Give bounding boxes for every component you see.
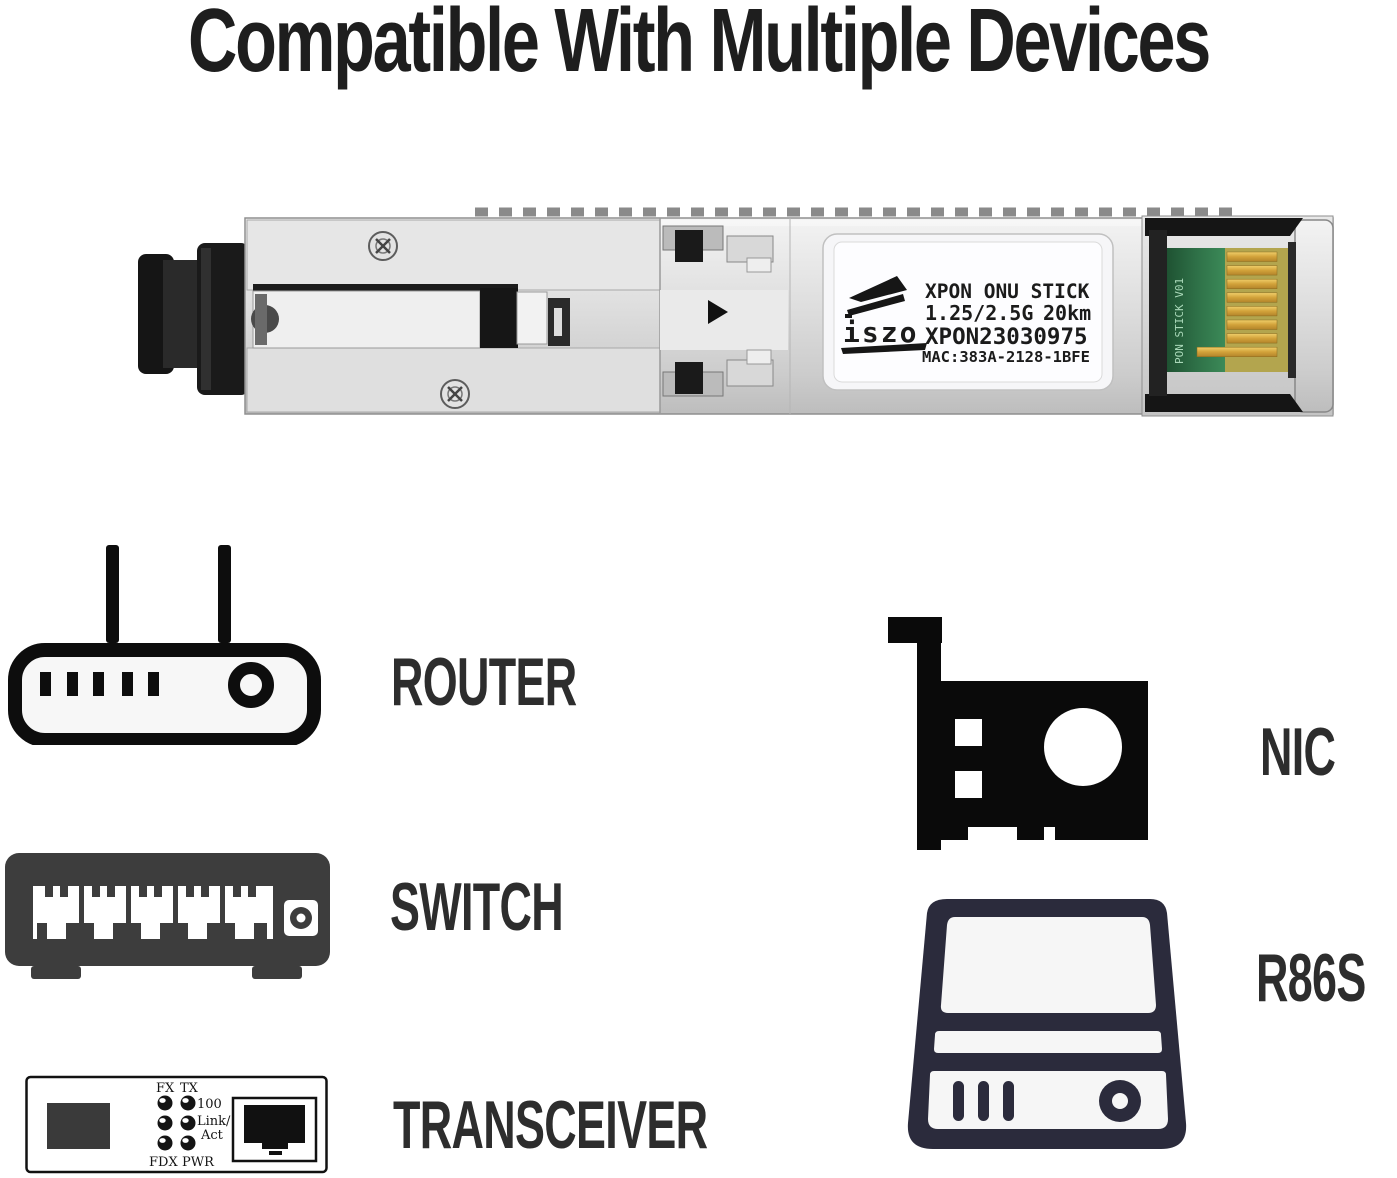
mini-pc-icon [907, 899, 1187, 1149]
sc-connector [138, 243, 249, 395]
product-label: iszo XPON ONU STICK 1.25/2.5G 20km XPON2… [822, 233, 1114, 391]
router-label: ROUTER [391, 644, 577, 720]
label-rate: 1.25/2.5G [925, 301, 1033, 325]
page-title: Compatible With Multiple Devices [188, 0, 1211, 91]
screw-bottom [440, 379, 470, 409]
iszo-logo: iszo [841, 276, 927, 354]
pcb-silkscreen-text: PON STICK V01 [1173, 278, 1186, 364]
nic-label: NIC [1260, 714, 1336, 790]
label-mac: MAC:383A-2128-1BFE [922, 348, 1090, 366]
gold-fingers [1196, 251, 1278, 357]
transceiver-label: TRANSCEIVER [393, 1087, 708, 1163]
rj45-ports [37, 886, 267, 939]
fiber-port [47, 1103, 110, 1149]
screw-top [368, 231, 398, 261]
label-distance: 20km [1043, 301, 1091, 325]
led-label-pwr: PWR [182, 1155, 215, 1170]
r86s-label: R86S [1256, 940, 1366, 1016]
led-label-fdx: FDX [149, 1155, 178, 1170]
rj45-port [231, 1096, 318, 1163]
led-label-act: Act [200, 1128, 224, 1143]
switch-label: SWITCH [390, 869, 564, 945]
led-label-100: 100 [197, 1097, 222, 1112]
led-indicators [157, 1095, 196, 1151]
led-label-fx: FX [156, 1081, 175, 1096]
label-product-name: XPON ONU STICK [925, 280, 1090, 303]
led-label-link: Link/ [197, 1114, 231, 1129]
led-label-tx: TX [180, 1081, 199, 1096]
brand-text: iszo [843, 316, 918, 349]
sfp-module-photo: iszo XPON ONU STICK 1.25/2.5G 20km XPON2… [138, 207, 1334, 417]
nic-card-icon [888, 617, 1148, 850]
edge-connector-cage: PON STICK V01 [1141, 215, 1334, 417]
label-serial: XPON23030975 [925, 324, 1088, 350]
router-icon [8, 545, 321, 745]
media-converter-icon: FX TX 100 Link/ Act FDX PWR [25, 1075, 328, 1174]
switch-icon [5, 853, 330, 979]
